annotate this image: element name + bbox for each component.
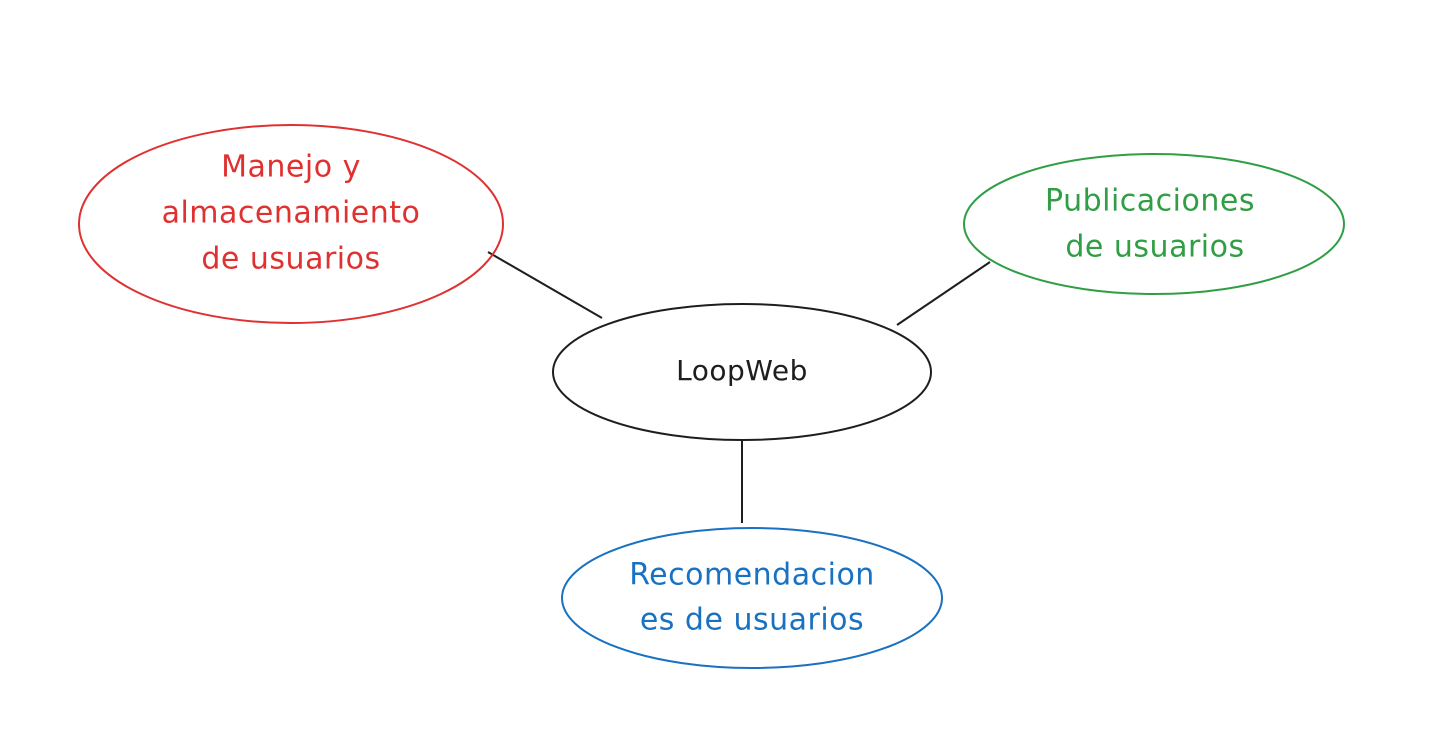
posts-label-line-1: Publicaciones bbox=[1045, 184, 1255, 219]
center-label: LoopWeb bbox=[676, 354, 808, 387]
users-ellipse bbox=[78, 124, 504, 324]
users-label-line-3: de usuarios bbox=[201, 242, 380, 277]
center-ellipse bbox=[552, 303, 932, 441]
recommendations-label-line-1: Recomendacion bbox=[629, 558, 875, 593]
posts-label-line-2: de usuarios bbox=[1065, 230, 1244, 265]
connector-users bbox=[487, 251, 603, 319]
node-users[interactable]: Manejo y almacenamiento de usuarios bbox=[78, 124, 504, 324]
center-node[interactable]: LoopWeb bbox=[552, 303, 932, 441]
node-posts[interactable]: Publicaciones de usuarios bbox=[963, 153, 1345, 295]
posts-ellipse bbox=[963, 153, 1345, 295]
users-label-line-2: almacenamiento bbox=[162, 196, 421, 231]
node-recommendations[interactable]: Recomendacion es de usuarios bbox=[561, 527, 943, 669]
recommendations-label-line-2: es de usuarios bbox=[640, 603, 864, 638]
users-label-line-1: Manejo y bbox=[221, 150, 361, 185]
recommendations-ellipse bbox=[561, 527, 943, 669]
connector-posts bbox=[896, 261, 991, 326]
